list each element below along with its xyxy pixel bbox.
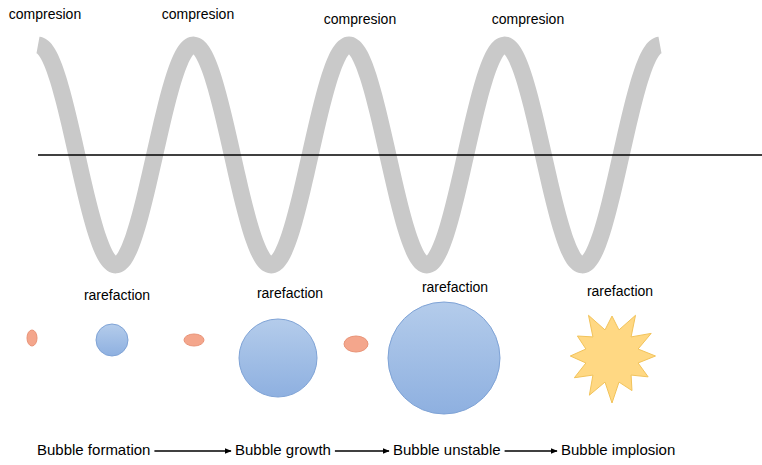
gas-nucleus bbox=[184, 334, 204, 346]
step-text: Bubble growth bbox=[235, 441, 331, 459]
phase-label: rarefaction bbox=[422, 279, 488, 296]
step-text: Bubble implosion bbox=[561, 441, 675, 459]
implosion-burst bbox=[570, 315, 655, 403]
bubble bbox=[388, 302, 500, 414]
phase-label: compresion bbox=[324, 11, 396, 28]
phase-label: compresion bbox=[162, 6, 234, 23]
step-text: Bubble unstable bbox=[393, 441, 501, 459]
phase-label: compresion bbox=[9, 6, 81, 23]
phase-label: rarefaction bbox=[587, 283, 653, 300]
stage-step: Bubble unstable bbox=[390, 439, 504, 461]
stage-step: Bubble implosion bbox=[558, 439, 678, 461]
stage-step: Bubble formation bbox=[34, 439, 153, 461]
bubble bbox=[239, 319, 317, 397]
step-text: Bubble formation bbox=[37, 441, 150, 459]
flow-arrow bbox=[335, 450, 389, 451]
gas-nucleus bbox=[344, 336, 368, 352]
phase-label: compresion bbox=[492, 11, 564, 28]
phase-label: rarefaction bbox=[84, 287, 150, 304]
flow-arrow bbox=[154, 450, 231, 451]
axis-line bbox=[38, 154, 762, 156]
flow-arrow bbox=[505, 450, 557, 451]
bubble bbox=[96, 324, 128, 356]
stage-step: Bubble growth bbox=[232, 439, 334, 461]
phase-label: rarefaction bbox=[257, 285, 323, 302]
gas-nucleus bbox=[27, 330, 37, 346]
